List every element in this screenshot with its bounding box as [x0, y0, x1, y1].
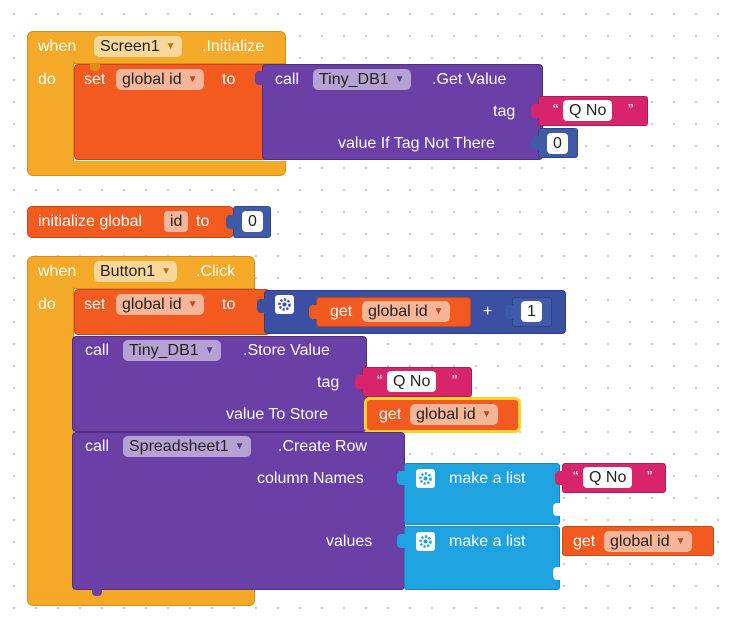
tag-text-value[interactable]: Q No: [563, 100, 613, 121]
store-component-dropdown[interactable]: Tiny_DB1▼: [123, 340, 221, 361]
set-label: set: [84, 296, 106, 313]
column-names-label: column Names: [257, 470, 364, 487]
set-label: set: [84, 71, 106, 88]
call-label: call: [85, 438, 110, 455]
global-init-number-value[interactable]: 0: [242, 211, 263, 232]
dropdown-arrow-icon: ▼: [394, 74, 405, 85]
to-label: to: [222, 71, 236, 88]
do-label: do: [38, 71, 56, 88]
default-value-label: value If Tag Not There: [338, 135, 495, 152]
click-event-label: .Click: [196, 263, 236, 280]
spreadsheet-create-row-block[interactable]: [72, 432, 405, 590]
to-label: to: [222, 296, 236, 313]
column-name-text-value[interactable]: Q No: [583, 467, 633, 488]
dropdown-arrow-icon: ▼: [187, 74, 198, 85]
button-component-dropdown[interactable]: Button1▼: [94, 261, 178, 282]
tinydb-component-dropdown[interactable]: Tiny_DB1▼: [313, 69, 411, 90]
store-value-method-label: .Store Value: [243, 342, 330, 359]
set-variable-dropdown[interactable]: global id▼: [116, 294, 204, 315]
dropdown-arrow-icon: ▼: [234, 441, 245, 452]
when-label: when: [38, 38, 77, 55]
mutator-gear-icon[interactable]: [416, 532, 435, 551]
dropdown-arrow-icon: ▼: [165, 41, 176, 52]
dropdown-arrow-icon: ▼: [675, 536, 686, 547]
to-label: to: [196, 213, 210, 230]
dropdown-arrow-icon: ▼: [481, 409, 492, 420]
tag-label: tag: [493, 103, 516, 120]
dropdown-arrow-icon: ▼: [161, 266, 172, 277]
store-tag-label: tag: [317, 374, 340, 391]
store-tag-text-value[interactable]: Q No: [387, 371, 437, 392]
initialize-global-label: initialize global: [38, 213, 143, 230]
create-row-method-label: .Create Row: [278, 438, 367, 455]
dropdown-arrow-icon: ▼: [433, 306, 444, 317]
values-variable-dropdown[interactable]: global id▼: [604, 531, 692, 552]
make-a-list-label: make a list: [449, 533, 526, 550]
when-label: when: [38, 263, 77, 280]
do-label: do: [38, 296, 56, 313]
make-a-list-label: make a list: [449, 470, 526, 487]
call-label: call: [275, 71, 300, 88]
plus-operator: +: [483, 303, 493, 320]
dropdown-arrow-icon: ▼: [187, 299, 198, 310]
increment-number-value[interactable]: 1: [521, 301, 542, 322]
get-label: get: [573, 533, 596, 550]
default-number-value[interactable]: 0: [547, 133, 568, 154]
global-name-field[interactable]: id: [164, 211, 189, 232]
store-value-variable-dropdown[interactable]: global id▼: [410, 404, 498, 425]
get-label: get: [379, 406, 402, 423]
initialize-event-label: .Initialize: [202, 38, 265, 55]
values-label: values: [326, 533, 373, 550]
get-value-method-label: .Get Value: [432, 71, 507, 88]
get-label: get: [330, 303, 353, 320]
spreadsheet-component-dropdown[interactable]: Spreadsheet1▼: [123, 436, 251, 457]
screen-component-dropdown[interactable]: Screen1▼: [94, 36, 182, 57]
set-variable-dropdown[interactable]: global id▼: [116, 69, 204, 90]
value-to-store-label: value To Store: [226, 406, 328, 423]
mutator-gear-icon[interactable]: [275, 295, 294, 314]
dropdown-arrow-icon: ▼: [204, 345, 215, 356]
get-variable-dropdown[interactable]: global id▼: [362, 301, 450, 322]
call-label: call: [85, 342, 110, 359]
mutator-gear-icon[interactable]: [416, 469, 435, 488]
